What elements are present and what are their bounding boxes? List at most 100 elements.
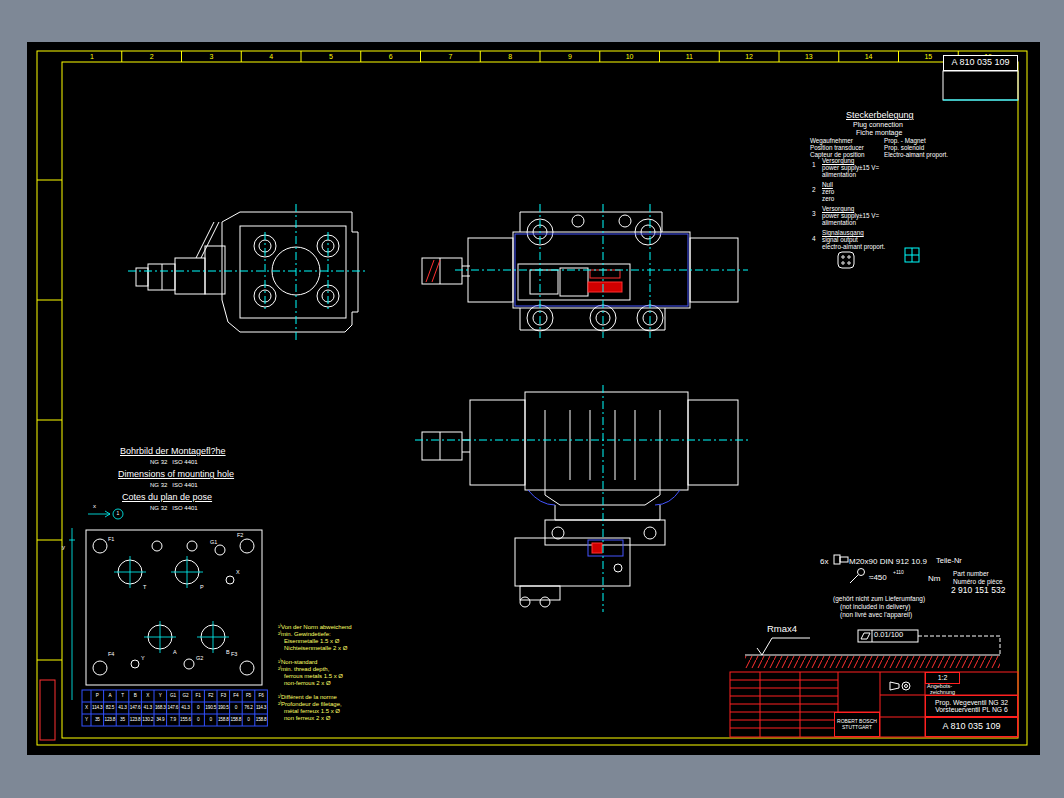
table-cell: 155.6 [179,717,192,722]
port-label: A [173,649,177,655]
valve-side-view [148,264,175,290]
mounting-plate [93,539,107,553]
sheet-frame [37,51,1027,745]
port-label: P [200,584,204,590]
mounting-plate [131,660,139,668]
pin-name: electro-aimant proport. [822,243,885,250]
footnote: Nichteisenmetalle 2 x Ø [284,645,347,652]
body-outline [528,490,680,505]
table-cell: 0 [204,717,217,722]
projection-symbol [902,682,910,690]
node-text: A 810 035 109 [942,722,1000,732]
table-cell: 123.8 [104,717,117,722]
node-text: Vorsteuerventil PL NG 6 [935,706,1008,713]
footnote: ¹⁾Différent de la norme [278,694,337,701]
valve-side-view [240,226,346,318]
plug-symbol [905,248,919,262]
port-label: Y [141,655,145,661]
mounting-plate [215,545,225,555]
table-cell: 147.6 [167,705,180,710]
center-line [88,511,110,517]
table-header: F5 [242,693,255,698]
mounting-plate [187,541,197,551]
column-heading: Prop. solenoid [884,144,924,151]
zone-number: 1 [62,53,122,61]
sheet-frame [37,180,62,660]
port-label: X [236,569,240,575]
projection-symbol [905,685,908,688]
quantity: 6x [820,557,828,566]
pin-name: power supply±15 V= [822,212,879,219]
table-cell: 114.3 [91,705,104,710]
zone-number: 12 [719,53,779,61]
callout-number: 1 [113,511,123,517]
part-number-heading: Part number [953,570,989,577]
footnote: ²⁾min. thread depth, [278,666,329,673]
center-line [455,204,748,338]
mounting-plate [226,576,234,584]
title-block [760,672,925,737]
footnote: ²⁾Profondeur de filetage, [278,701,342,708]
solenoid-part [588,540,623,556]
column-heading: Prop. - Magnet [884,137,926,144]
table-cell: 158.8 [217,717,230,722]
screw-spec: M20x90 DIN 912 10.9 [849,557,927,566]
pin-number: 4 [812,235,816,242]
scale-cell: 1:2 [925,672,960,684]
valve-front-view [644,527,656,539]
footnote: métal ferreux 1.5 x Ø [284,708,340,715]
pin-number: 2 [812,186,816,193]
node-text: Prop. Wegeventil NG 32 [935,699,1008,706]
column-heading: Electro-aimant proport. [884,151,948,158]
zone-number: 8 [480,53,540,61]
top-right-box [943,71,1018,100]
hole-table [82,702,267,714]
valve-front-view [520,597,530,607]
plug-symbol [848,262,850,264]
drawing-type: zeichnung [930,689,955,695]
zone-number: 10 [600,53,660,61]
axis-label: x [93,503,96,510]
center-line [415,385,748,612]
axis-label: y [62,544,65,551]
pin-name: signal output [822,236,858,243]
plug-symbol [905,248,919,262]
table-header: F6 [255,693,268,698]
valve-front-view [470,400,525,485]
roughness-value: Rmax4 [767,624,797,635]
table-header: F4 [230,693,243,698]
valve-side-view [222,212,358,332]
surface-symbol [861,633,870,639]
hole-table [82,690,267,726]
flatness-tolerance: 0.01/100 [874,631,903,640]
table-cell: 114.3 [255,705,268,710]
center-line [128,204,365,340]
table-header: F1 [192,693,205,698]
pin-name: alimentation [822,219,856,226]
port-label: G2 [196,655,203,661]
pin-name: Null [822,181,833,188]
zone-number: 13 [779,53,839,61]
table-cell: 41.3 [116,705,129,710]
delivery-note: (gehört nicht zum Lieferumfang) [833,595,925,602]
valve-top-view [619,215,631,227]
table-cell: 41.3 [179,705,192,710]
pin-name: Versorgung [822,205,854,212]
mounting-plate [184,659,194,669]
standard-note: NG 32 ISO 4401 [150,459,198,466]
zone-number: 14 [839,53,899,61]
valve-top-view [530,270,558,294]
valve-front-view [555,505,660,520]
surface-symbol [745,655,1000,656]
pin-number: 3 [812,210,816,217]
pin-name: power supply±15 V= [822,164,879,171]
footnote: non ferreux 2 x Ø [284,715,330,722]
table-cell: 147.6 [129,705,142,710]
port-label: F3 [231,651,237,657]
valve-top-view [572,215,584,227]
valve-front-view [545,520,665,545]
solenoid-part [588,282,622,292]
valve-top-view [422,258,462,284]
footnote: Eisenmetalle 1.5 x Ø [284,638,339,645]
table-header: Y [154,693,167,698]
